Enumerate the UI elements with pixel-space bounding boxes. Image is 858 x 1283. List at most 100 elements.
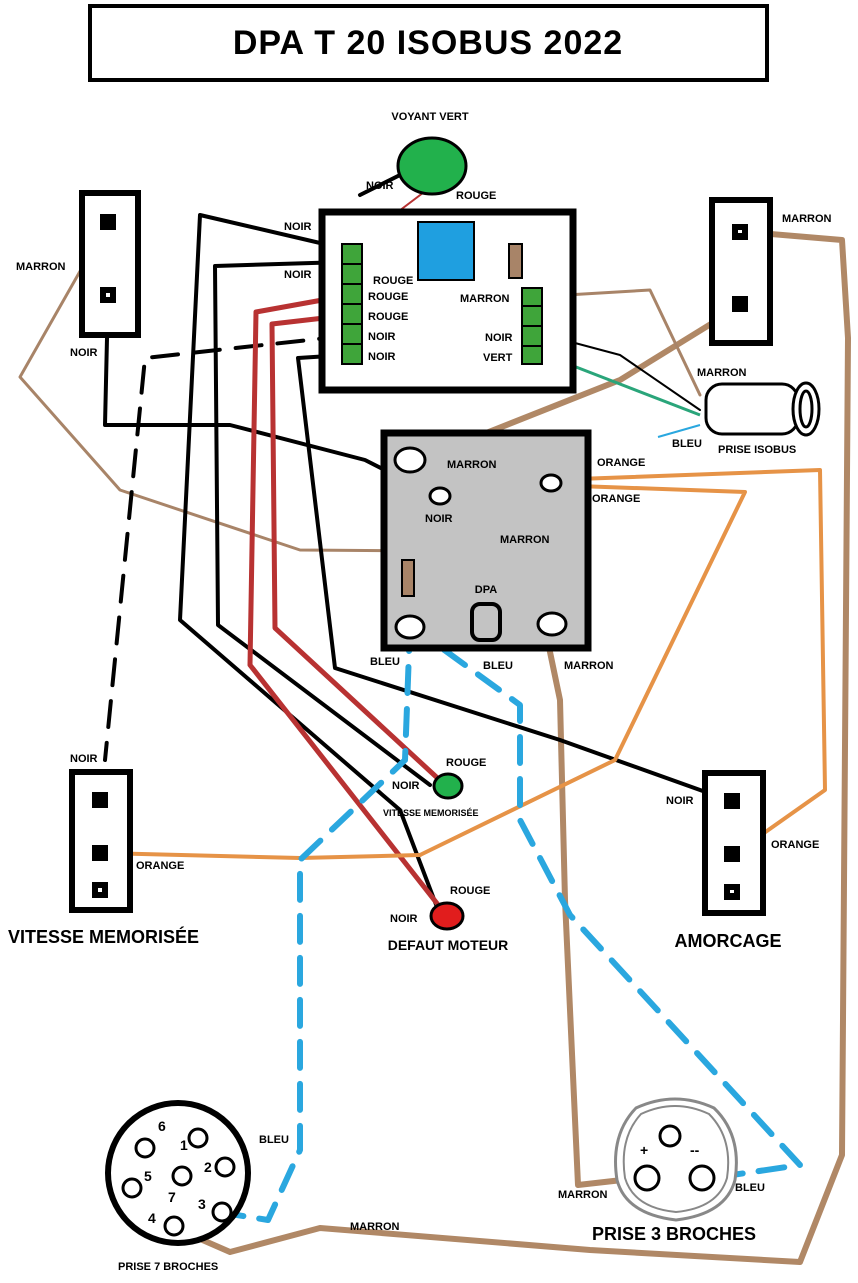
brown-wire-right-loop (172, 229, 851, 1265)
right-top-marron: MARRON (782, 213, 832, 225)
ctrl-noir-1: NOIR (284, 221, 312, 233)
ctrl-marron: MARRON (460, 293, 510, 305)
p3-plus-sign: + (640, 1142, 648, 1158)
p7-pin-6 (134, 1137, 156, 1159)
dpa-terminal-noir (428, 486, 452, 506)
vm-led-label: VITESSE MEMORISÉE (383, 808, 479, 818)
ctrl-noir-4: NOIR (368, 351, 396, 363)
p7-num-1: 1 (180, 1137, 188, 1153)
vitesse-memorisee-label: VITESSE MEMORISÉE (8, 926, 199, 947)
p7-num-6: 6 (158, 1118, 166, 1134)
dpa-switch (470, 602, 502, 642)
p7-pin-5 (121, 1177, 143, 1199)
vm-noir: NOIR (70, 753, 98, 765)
amorcage-connector: NOIR ORANGE AMORCAGE (666, 770, 819, 951)
p3-pin-top (658, 1124, 682, 1148)
dpa-noir: NOIR (425, 513, 453, 525)
blue-wire-isobus (657, 424, 701, 438)
wires (18, 163, 851, 1265)
voyant-noir-label: NOIR (366, 180, 394, 192)
voyant-vert: VOYANT VERT NOIR ROUGE (366, 111, 496, 202)
title-box: DPA T 20 ISOBUS 2022 (88, 4, 769, 82)
dpa-terminal-orange (539, 473, 563, 493)
prise-3-broches-label: PRISE 3 BROCHES (592, 1224, 756, 1244)
blue-wire-p3 (407, 622, 803, 1181)
dpa-bleu-2: BLEU (483, 660, 513, 672)
p7-pin-4 (163, 1215, 185, 1237)
page-title: DPA T 20 ISOBUS 2022 (233, 24, 623, 62)
p7-num-5: 5 (144, 1168, 152, 1184)
controller-box: NOIR NOIR ROUGE ROUGE ROUGE NOIR NOIR MA… (284, 208, 577, 394)
amorcage-label: AMORCAGE (675, 931, 782, 951)
red-wire-vm-led (269, 312, 448, 788)
p3-pin-minus (688, 1164, 716, 1192)
ctrl-rouge-2: ROUGE (368, 291, 408, 303)
dpa-orange-2: ORANGE (592, 493, 640, 505)
orange-wire-amorcage (548, 468, 827, 852)
p7-pin-2 (214, 1156, 236, 1178)
left-top-noir: NOIR (70, 347, 98, 359)
vitesse-memorisee-connector: NOIR ORANGE VITESSE MEMORISÉE (8, 753, 199, 947)
black-wire-defaut (178, 213, 442, 917)
p7-num-2: 2 (204, 1159, 212, 1175)
prise-7-broches: 1 2 3 4 5 6 7 BLEU MARRON PRISE 7 BROCHE… (105, 1100, 400, 1273)
vitesse-memorisee-led: ROUGE NOIR VITESSE MEMORISÉE (383, 757, 486, 818)
vm-led-rouge: ROUGE (446, 757, 486, 769)
defaut-moteur-led: ROUGE NOIR DEFAUT MOTEUR (388, 885, 509, 953)
ctrl-rouge-3: ROUGE (368, 311, 408, 323)
dpa-marron-top: MARRON (447, 459, 497, 471)
amorcage-orange: ORANGE (771, 839, 819, 851)
prise-isobus: MARRON BLEU PRISE ISOBUS (672, 367, 821, 456)
p3-marron: MARRON (558, 1189, 608, 1201)
prise-3-broches: + -- MARRON BLEU PRISE 3 BROCHES (558, 1097, 765, 1244)
left-top-marron: MARRON (16, 261, 66, 273)
p7-marron: MARRON (350, 1221, 400, 1233)
ctrl-noir-right: NOIR (485, 332, 513, 344)
p3-pin-plus (633, 1164, 661, 1192)
ctrl-noir-2: NOIR (284, 269, 312, 281)
p3-bleu: BLEU (735, 1182, 765, 1194)
ctrl-rouge-1: ROUGE (373, 275, 413, 287)
defaut-noir: NOIR (390, 913, 418, 925)
amorcage-noir: NOIR (666, 795, 694, 807)
p7-bleu: BLEU (259, 1134, 289, 1146)
black-wire-vm (103, 334, 347, 762)
isobus-marron: MARRON (697, 367, 747, 379)
relay (417, 221, 475, 281)
vm-led-noir: NOIR (392, 780, 420, 792)
right-top-connector: MARRON (709, 197, 832, 346)
orange-wire-vm-a (418, 483, 747, 857)
p7-num-7: 7 (168, 1189, 176, 1205)
defaut-rouge: ROUGE (450, 885, 490, 897)
prise-isobus-label: PRISE ISOBUS (718, 444, 796, 456)
voyant-rouge-label: ROUGE (456, 190, 496, 202)
dpa-marron-bottom: MARRON (564, 660, 614, 672)
orange-wire-vm-b (98, 851, 422, 860)
dpa-orange-1: ORANGE (597, 457, 645, 469)
p7-num-4: 4 (148, 1210, 156, 1226)
p7-pin-1 (187, 1127, 209, 1149)
voyant-vert-label: VOYANT VERT (391, 111, 469, 123)
dpa-fuse (401, 559, 415, 597)
vm-orange: ORANGE (136, 860, 184, 872)
ctrl-vert: VERT (483, 352, 513, 364)
dpa-bleu-1: BLEU (370, 656, 400, 668)
green-led (396, 136, 468, 196)
p7-num-3: 3 (198, 1196, 206, 1212)
dpa-terminal-marron-bottom (536, 611, 568, 637)
dpa-label: DPA (475, 584, 497, 596)
prise-7-broches-label: PRISE 7 BROCHES (118, 1261, 218, 1273)
p7-pin-7 (171, 1165, 193, 1187)
dpa-box: MARRON NOIR ORANGE ORANGE MARRON DPA BLE… (370, 429, 645, 672)
fuse (508, 243, 523, 279)
red-wire-defaut (247, 292, 453, 923)
isobus-bleu: BLEU (672, 438, 702, 450)
p7-pin-3 (211, 1201, 233, 1223)
blue-wire-p7 (215, 622, 413, 1223)
dpa-terminal-marron-top (393, 446, 427, 474)
black-wire-vm-led (213, 260, 432, 787)
defaut-moteur-label: DEFAUT MOTEUR (388, 937, 509, 953)
left-terminal-block (341, 243, 363, 365)
left-top-connector: MARRON NOIR (16, 190, 141, 359)
